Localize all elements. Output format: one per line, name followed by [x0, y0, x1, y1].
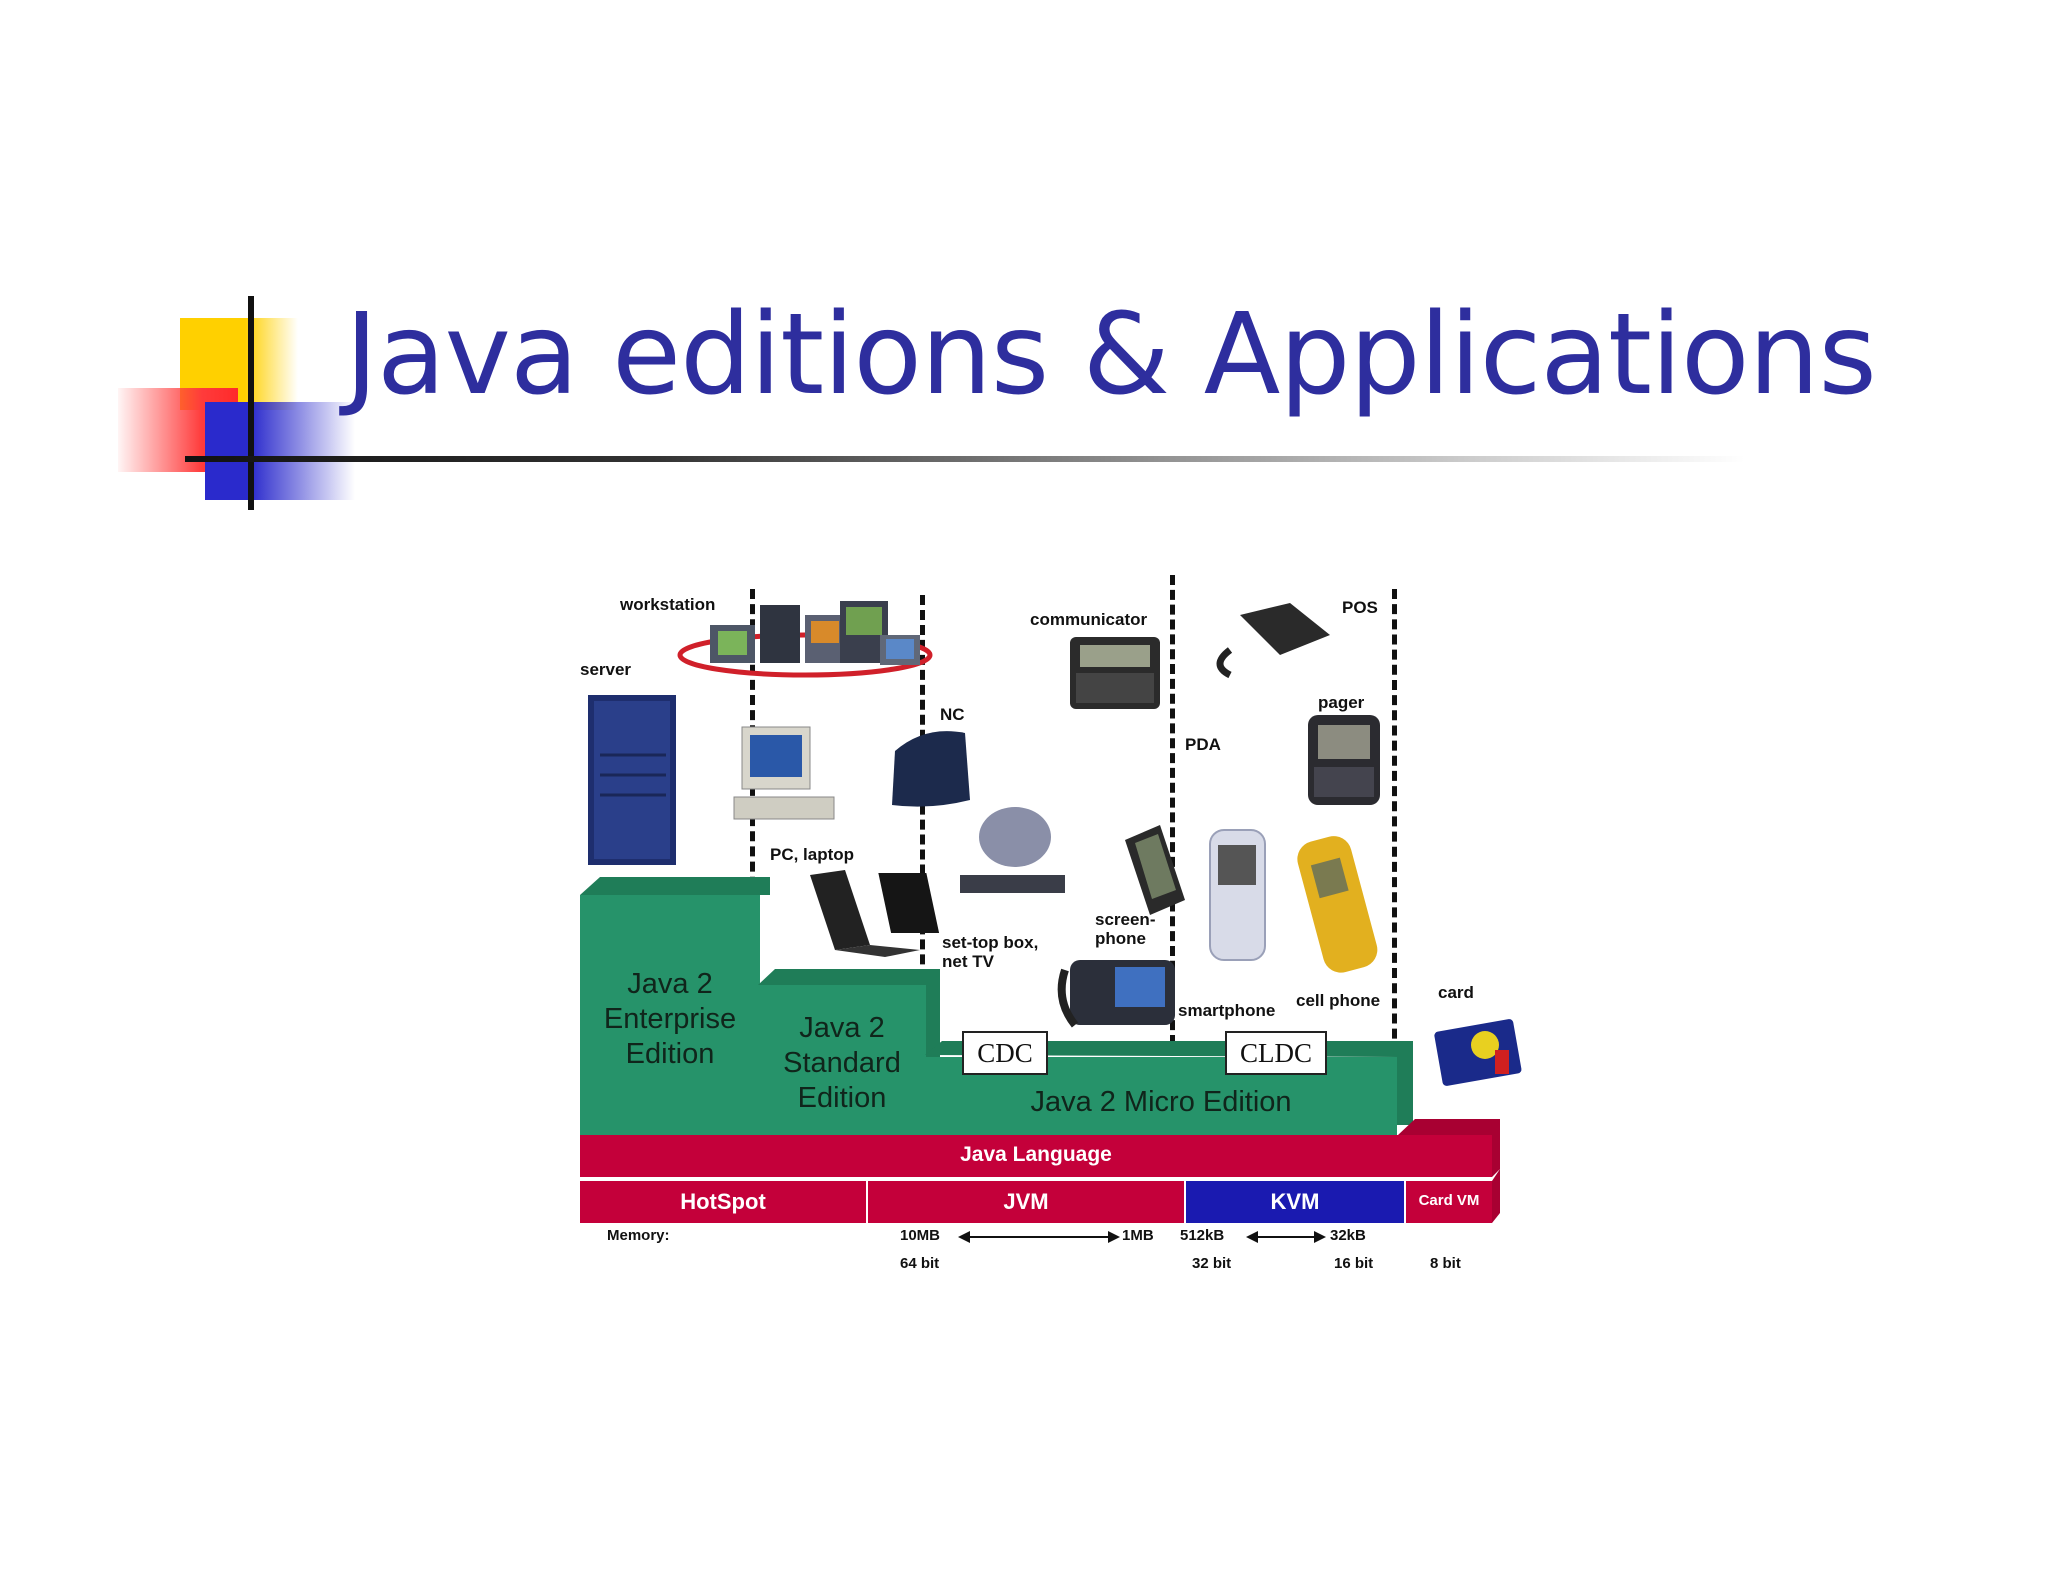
bits-16: 16 bit	[1334, 1255, 1374, 1272]
communicator-icon	[1070, 637, 1160, 709]
label-settop-line1: set-top box,	[942, 933, 1039, 952]
pos-icon	[1216, 603, 1330, 679]
edition-ee: Java 2 Enterprise Edition	[580, 967, 760, 1071]
cellphone-icon	[1297, 836, 1378, 973]
card-icon	[1434, 1019, 1522, 1086]
memory-512kb: 512kB	[1180, 1227, 1225, 1244]
separator-se-me	[920, 595, 925, 1129]
device-illustrations	[588, 601, 1522, 1086]
nc-icon	[892, 731, 970, 807]
slide-title: Java editions & Applications	[345, 290, 1877, 420]
laptop-icon	[810, 870, 940, 957]
edition-se-line1: Java 2	[799, 1012, 885, 1044]
label-communicator: communicator	[1030, 610, 1148, 629]
layer-java-language: Java Language	[960, 1143, 1112, 1166]
memory-arrow-jvm	[958, 1231, 1120, 1243]
label-smartphone: smartphone	[1178, 1001, 1276, 1020]
smartphone-icon	[1209, 829, 1266, 961]
layer-hotspot: HotSpot	[680, 1189, 766, 1214]
separator-me-card	[1392, 589, 1397, 1069]
bits-32: 32 bit	[1192, 1255, 1232, 1272]
pc-icon	[733, 726, 835, 820]
label-screenphone-line1: screen-	[1095, 910, 1156, 929]
bits-8: 8 bit	[1430, 1255, 1461, 1272]
edition-se-line3: Edition	[797, 1081, 887, 1114]
edition-me: Java 2 Micro Edition	[1030, 1086, 1292, 1118]
label-workstation: workstation	[620, 595, 716, 614]
memory-32kb: 32kB	[1330, 1227, 1366, 1244]
pager-icon	[1308, 715, 1380, 805]
layer-cardvm: Card VM	[1418, 1192, 1480, 1209]
edition-ee-line2: Enterprise	[603, 1002, 737, 1035]
memory-10mb: 10MB	[900, 1227, 941, 1244]
edition-ee-line1: Java 2	[627, 968, 713, 1000]
layer-kvm: KVM	[1270, 1189, 1320, 1214]
settop-box-icon	[960, 807, 1065, 893]
pda-icon	[1125, 825, 1185, 915]
label-settop-line2: net TV	[942, 952, 994, 971]
memory-label: Memory:	[607, 1227, 670, 1244]
screenphone-icon	[1057, 960, 1175, 1028]
label-screenphone-line2: phone	[1095, 929, 1146, 948]
runtime-layers	[580, 1119, 1500, 1223]
title-deco-vertical-line	[248, 296, 254, 510]
server-icon	[588, 695, 676, 865]
cldc-box: CLDC	[1225, 1031, 1327, 1075]
memory-arrow-kvm	[1246, 1231, 1326, 1243]
edition-se-line2: Standard	[783, 1046, 901, 1079]
label-pda: PDA	[1185, 735, 1221, 754]
edition-se: Java 2 Standard Edition	[758, 1011, 926, 1115]
label-pager: pager	[1318, 693, 1365, 712]
workstation-icon	[677, 601, 933, 678]
memory-1mb: 1MB	[1122, 1227, 1154, 1244]
cdc-box: CDC	[962, 1031, 1048, 1075]
layer-jvm: JVM	[1003, 1189, 1049, 1214]
label-pos: POS	[1342, 598, 1378, 617]
title-deco-blue	[205, 402, 355, 500]
bits-64: 64 bit	[900, 1255, 940, 1272]
java-editions-diagram: workstation server PC, laptop NC communi…	[570, 575, 1540, 1295]
label-cellphone: cell phone	[1296, 991, 1381, 1010]
separator-cdc-cldc	[1170, 575, 1175, 1045]
title-underline	[185, 456, 1745, 462]
label-card: card	[1438, 983, 1474, 1002]
separator-ee-se	[750, 589, 755, 1129]
label-pc-laptop: PC, laptop	[770, 845, 855, 864]
label-server: server	[580, 660, 632, 679]
label-nc: NC	[940, 705, 965, 724]
edition-ee-line3: Edition	[625, 1037, 715, 1070]
